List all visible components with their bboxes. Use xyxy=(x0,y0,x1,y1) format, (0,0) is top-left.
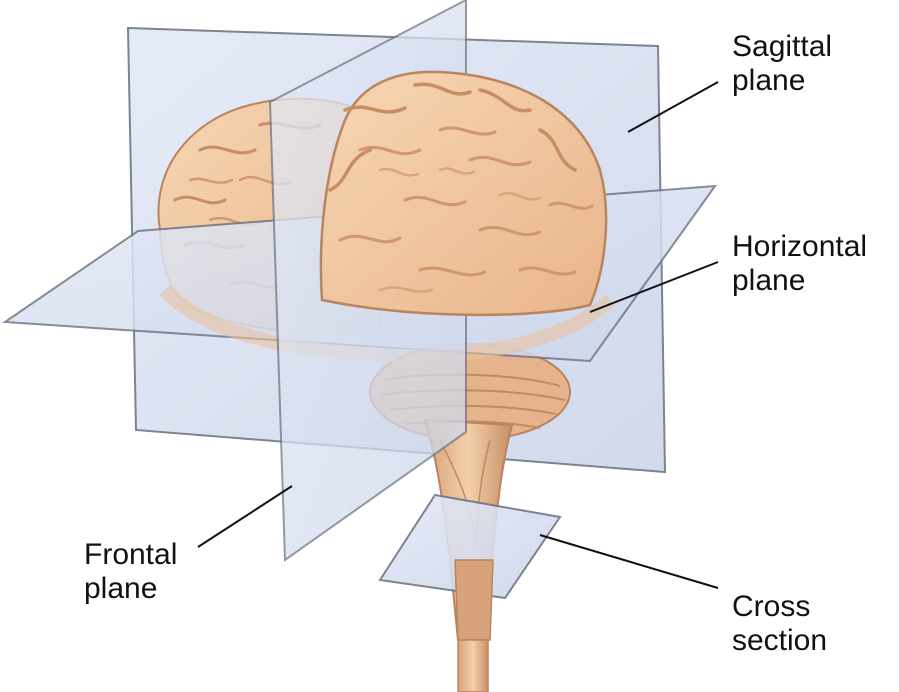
cross-section-leader-line xyxy=(540,535,718,588)
cross-label-line2: section xyxy=(732,624,827,658)
horizontal-plane-label: Horizontal plane xyxy=(732,230,867,298)
horizontal-label-line1: Horizontal xyxy=(732,230,867,264)
sagittal-label-line1: Sagittal xyxy=(732,30,832,64)
frontal-label-line1: Frontal xyxy=(84,538,177,572)
frontal-leader-line xyxy=(198,486,292,547)
sagittal-label-line2: plane xyxy=(732,64,832,98)
horizontal-label-line2: plane xyxy=(732,264,867,298)
frontal-plane-label: Frontal plane xyxy=(84,538,177,606)
cross-label-line1: Cross xyxy=(732,590,827,624)
sagittal-plane-label: Sagittal plane xyxy=(732,30,832,98)
cross-section-label: Cross section xyxy=(732,590,827,658)
frontal-label-line2: plane xyxy=(84,572,177,606)
